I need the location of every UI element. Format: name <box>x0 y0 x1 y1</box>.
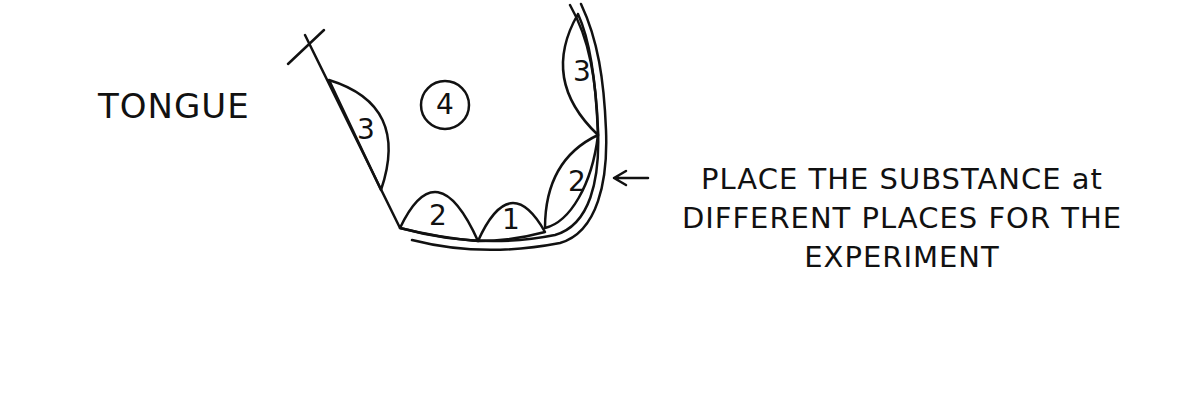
pointer-arrow <box>614 171 648 185</box>
tongue-region: 2 <box>396 186 482 244</box>
callout-number: 1 <box>502 206 520 234</box>
callout-number: 2 <box>429 202 447 230</box>
tongue-outline <box>305 5 598 241</box>
region-border <box>400 192 478 241</box>
callout-number: 2 <box>568 168 586 196</box>
region-border <box>545 135 598 228</box>
test-spot-circle: 4 <box>419 79 471 131</box>
callout-number: 3 <box>357 116 375 144</box>
tongue-region: 1 <box>474 180 549 244</box>
tongue-region: 3 <box>550 8 602 142</box>
region-border <box>563 14 598 135</box>
tongue-region: 3 <box>326 76 400 194</box>
part-label: TONGUE <box>98 84 250 130</box>
tongue-region: 2 <box>540 130 602 232</box>
region-border <box>478 203 545 241</box>
callout-number: 4 <box>436 91 454 119</box>
instruction-note: PLACE THE SUBSTANCE at DIFFERENT PLACES … <box>652 160 1152 277</box>
tip-cross-mark <box>288 30 324 64</box>
region-border <box>329 80 389 190</box>
tongue-outer-line <box>412 4 606 250</box>
callout-number: 3 <box>573 58 591 86</box>
region-border <box>421 81 469 129</box>
